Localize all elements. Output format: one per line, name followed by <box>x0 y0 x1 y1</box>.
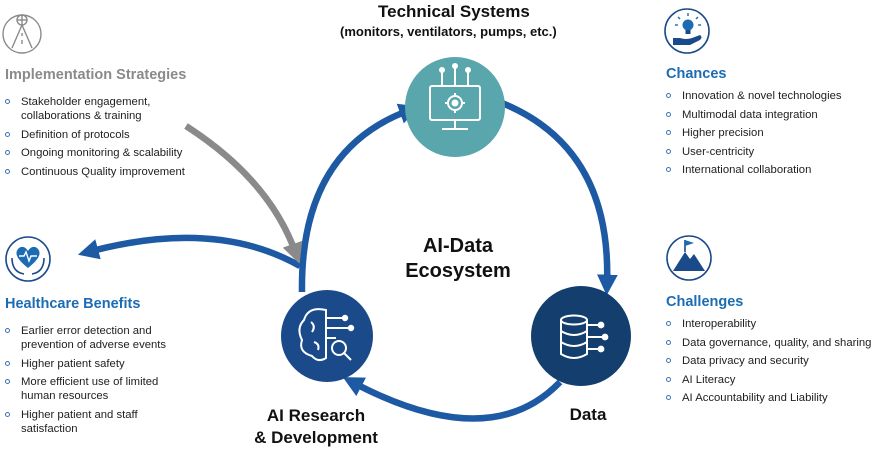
ai-research-label: AI Research & Development <box>236 405 396 449</box>
list-item: Innovation & novel technologies <box>664 89 842 103</box>
list-item: Stakeholder engagement, collaborations &… <box>3 95 185 123</box>
list-item: Higher patient safety <box>3 357 166 371</box>
chances-title: Chances <box>666 66 727 82</box>
arrow-tech-to-data <box>500 99 618 296</box>
list-item: Data governance, quality, and sharing <box>664 336 871 350</box>
technical-systems-title: Technical Systems <box>378 2 530 21</box>
chances-list: Innovation & novel technologies Multimod… <box>664 89 842 182</box>
heart-hands-icon <box>5 236 51 282</box>
list-item: Higher precision <box>664 126 842 140</box>
implementation-title: Implementation Strategies <box>5 67 187 83</box>
list-item: International collaboration <box>664 163 842 177</box>
list-item: Ongoing monitoring & scalability <box>3 146 185 160</box>
list-item: Data privacy and security <box>664 354 871 368</box>
ai-research-node <box>281 290 373 382</box>
list-item: Continuous Quality improvement <box>3 165 185 179</box>
list-item: AI Literacy <box>664 373 871 387</box>
list-item: Interoperability <box>664 317 871 331</box>
list-item: Definition of protocols <box>3 128 185 142</box>
road-compass-icon <box>2 14 42 54</box>
list-item: Earlier error detection and prevention o… <box>3 324 166 352</box>
ai-research-label-line1: AI Research <box>266 406 366 425</box>
list-item: More efficient use of limited human reso… <box>3 375 166 403</box>
center-title-line1: AI-Data <box>422 235 493 257</box>
challenges-list: Interoperability Data governance, qualit… <box>664 317 871 410</box>
healthcare-title: Healthcare Benefits <box>5 296 141 312</box>
list-item: Multimodal data integration <box>664 108 842 122</box>
data-label: Data <box>569 405 607 424</box>
challenges-title: Challenges <box>666 294 744 310</box>
healthcare-list: Earlier error detection and prevention o… <box>3 324 166 440</box>
lightbulb-hand-icon <box>664 8 710 54</box>
center-title-line2: Ecosystem <box>405 260 511 282</box>
implementation-list: Stakeholder engagement, collaborations &… <box>3 95 185 183</box>
database-icon <box>560 314 609 359</box>
technical-systems-node <box>405 57 505 157</box>
arrow-implementation-to-ai <box>184 123 303 264</box>
center-title: AI-Data Ecosystem <box>388 234 528 284</box>
list-item: Higher patient and staff satisfaction <box>3 408 166 436</box>
brain-search-icon <box>298 308 355 362</box>
arrow-ai-to-tech <box>298 103 420 293</box>
arrow-data-to-ai <box>342 377 563 422</box>
arrow-ai-to-healthcare <box>77 234 302 269</box>
mountain-flag-icon <box>666 235 712 281</box>
list-item: User-centricity <box>664 145 842 159</box>
list-item: AI Accountability and Liability <box>664 391 871 405</box>
ai-research-label-line2: & Development <box>254 428 378 447</box>
data-node <box>531 286 631 386</box>
monitor-gear-icon <box>429 63 481 130</box>
technical-systems-subtitle: (monitors, ventilators, pumps, etc.) <box>340 24 557 39</box>
